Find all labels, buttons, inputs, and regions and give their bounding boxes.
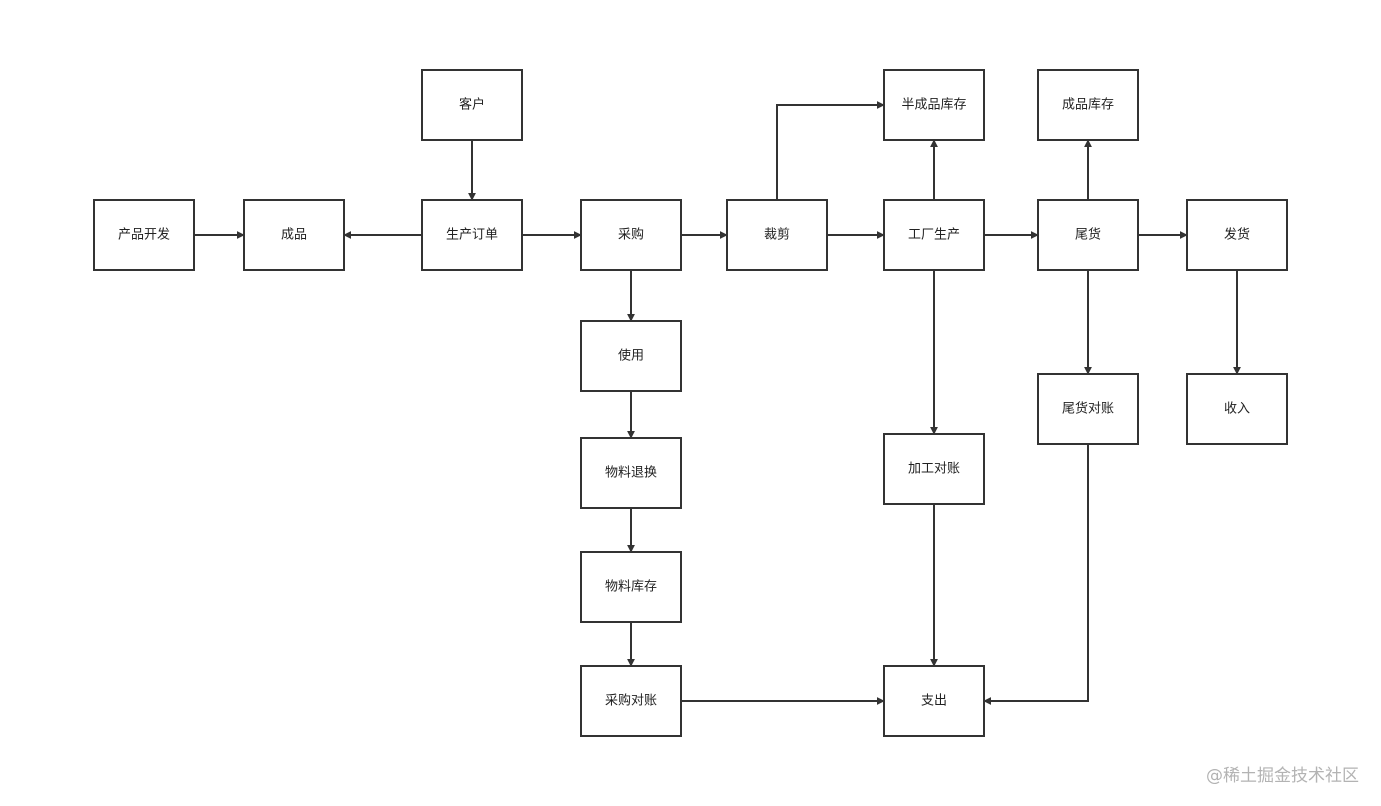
node-label: 尾货对账 bbox=[1062, 401, 1114, 417]
edge-tail-recon-to-expense bbox=[983, 444, 1089, 705]
node-material-return: 物料退换 bbox=[580, 437, 682, 509]
node-semi-stock: 半成品库存 bbox=[883, 69, 985, 141]
node-label: 采购对账 bbox=[605, 693, 657, 709]
node-use: 使用 bbox=[580, 320, 682, 392]
node-label: 采购 bbox=[618, 227, 644, 243]
node-label: 产品开发 bbox=[118, 227, 170, 243]
node-factory-prod: 工厂生产 bbox=[883, 199, 985, 271]
node-product-dev: 产品开发 bbox=[93, 199, 195, 271]
node-purchase-recon: 采购对账 bbox=[580, 665, 682, 737]
node-label: 使用 bbox=[618, 348, 644, 364]
node-prod-order: 生产订单 bbox=[421, 199, 523, 271]
node-label: 收入 bbox=[1224, 402, 1250, 417]
node-label: 物料库存 bbox=[605, 579, 657, 595]
node-label: 发货 bbox=[1224, 227, 1250, 243]
node-expense: 支出 bbox=[883, 665, 985, 737]
node-customer: 客户 bbox=[421, 69, 523, 141]
node-cutting: 裁剪 bbox=[726, 199, 828, 271]
node-label: 生产订单 bbox=[446, 228, 498, 243]
node-finished: 成品 bbox=[243, 199, 345, 271]
node-material-stock: 物料库存 bbox=[580, 551, 682, 623]
node-label: 裁剪 bbox=[764, 227, 790, 243]
node-label: 物料退换 bbox=[605, 466, 657, 481]
node-processing-recon: 加工对账 bbox=[883, 433, 985, 505]
node-tail-goods: 尾货 bbox=[1037, 199, 1139, 271]
node-label: 加工对账 bbox=[908, 462, 960, 477]
node-shipping: 发货 bbox=[1186, 199, 1288, 271]
watermark: @稀土掘金技术社区 bbox=[1206, 766, 1359, 786]
edges bbox=[194, 101, 1241, 705]
node-tail-recon: 尾货对账 bbox=[1037, 373, 1139, 445]
node-label: 成品 bbox=[281, 228, 307, 243]
edge-cutting-to-semi-stock bbox=[776, 101, 885, 200]
node-purchase: 采购 bbox=[580, 199, 682, 271]
node-income: 收入 bbox=[1186, 373, 1288, 445]
node-label: 尾货 bbox=[1075, 227, 1101, 243]
node-label: 工厂生产 bbox=[908, 228, 960, 243]
node-label: 成品库存 bbox=[1062, 97, 1114, 113]
node-finished-stock: 成品库存 bbox=[1037, 69, 1139, 141]
node-label: 支出 bbox=[921, 694, 947, 709]
node-label: 半成品库存 bbox=[901, 97, 966, 113]
node-label: 客户 bbox=[459, 97, 485, 113]
